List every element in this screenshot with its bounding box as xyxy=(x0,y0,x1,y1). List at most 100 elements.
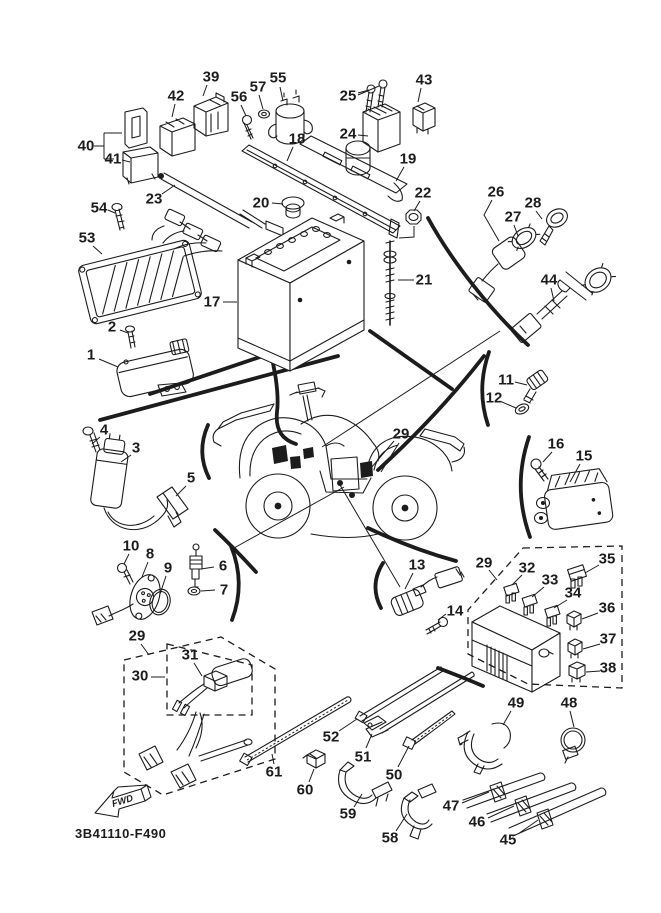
part-relay-39 xyxy=(193,92,229,137)
callout-leader-57 xyxy=(258,94,264,110)
callout-29: 29 xyxy=(129,628,146,645)
part-washer-12 xyxy=(514,403,530,415)
callout-2: 2 xyxy=(108,319,116,336)
part-fuse-34 xyxy=(544,604,561,627)
cross-leader-lines xyxy=(233,330,501,588)
callout-50: 50 xyxy=(386,767,403,784)
part-fuse-35 xyxy=(566,564,588,589)
callout-leader-20 xyxy=(271,202,284,205)
callout-46: 46 xyxy=(469,814,486,831)
callout-leader-10 xyxy=(123,553,130,565)
callout-20: 20 xyxy=(253,195,270,212)
part-main-switch-27 xyxy=(468,223,541,303)
callout-52: 52 xyxy=(323,729,340,746)
part-washer-57 xyxy=(257,109,271,119)
callout-11: 11 xyxy=(498,372,514,389)
callout-leader-23 xyxy=(161,184,176,195)
callout-55: 55 xyxy=(270,70,287,87)
callout-leader-47 xyxy=(461,791,490,804)
callout-leader-11 xyxy=(514,381,528,386)
part-key-28 xyxy=(539,208,568,246)
part-bracket-19 xyxy=(299,135,408,202)
leader-line xyxy=(233,486,345,549)
callout-60: 60 xyxy=(297,782,314,799)
callout-leader-42 xyxy=(171,103,176,118)
callout-41: 41 xyxy=(105,151,122,168)
part-screw-54 xyxy=(111,202,125,231)
leader-line xyxy=(321,330,501,448)
part-holder-40 xyxy=(124,107,148,149)
part-stay-rod-21 xyxy=(383,240,397,326)
callout-9: 9 xyxy=(164,560,172,577)
callout-leader-29 xyxy=(370,440,395,469)
callout-leader-16 xyxy=(542,451,553,463)
harness-zone-inner xyxy=(166,643,253,716)
part-fuse-37 xyxy=(567,638,583,659)
part-clamp-58 xyxy=(400,783,437,840)
part-atv-vehicle xyxy=(212,381,466,541)
part-hose-clamp-48 xyxy=(560,727,586,764)
callout-leader-5 xyxy=(175,485,187,497)
part-ignition-coil-24 xyxy=(345,103,401,176)
callout-leader-44 xyxy=(550,287,555,302)
part-clip-60 xyxy=(302,749,326,769)
callout-30: 30 xyxy=(132,668,149,685)
callout-leader-6 xyxy=(200,566,215,570)
callout-23: 23 xyxy=(146,191,163,208)
callout-labels: 1234567891011121314151617181920212223242… xyxy=(78,69,617,849)
part-tie-47 xyxy=(462,772,546,809)
callout-38: 38 xyxy=(600,660,617,677)
part-tie-45 xyxy=(508,787,607,837)
callout-40: 40 xyxy=(78,138,95,155)
part-clamp-49 xyxy=(457,722,511,775)
callout-leader-19 xyxy=(395,166,405,182)
callout-57: 57 xyxy=(250,79,267,96)
callout-leader-41 xyxy=(121,159,131,163)
callout-33: 33 xyxy=(542,572,559,589)
callout-25: 25 xyxy=(340,88,357,105)
callout-leader-39 xyxy=(202,84,208,97)
callout-12: 12 xyxy=(486,390,503,407)
part-clamp-59 xyxy=(337,761,393,807)
part-fuse-38 xyxy=(568,661,586,683)
part-harness-lead-23 xyxy=(158,172,284,253)
part-fuse-36 xyxy=(566,610,582,631)
callout-leader-46 xyxy=(487,805,515,819)
part-relay-42 xyxy=(159,117,196,157)
callout-leader-22 xyxy=(413,200,421,212)
part-fuse-box xyxy=(471,605,561,693)
callout-58: 58 xyxy=(382,830,399,847)
callout-29: 29 xyxy=(393,426,410,443)
callout-leader-33 xyxy=(531,586,545,598)
part-pickup-plate-8 xyxy=(91,574,161,626)
callout-leader-25 xyxy=(357,89,370,94)
callout-35: 35 xyxy=(599,551,616,568)
callout-leader-14 xyxy=(437,613,447,621)
callout-61: 61 xyxy=(266,764,283,781)
callout-leader-36 xyxy=(581,612,599,620)
callout-leader-26 xyxy=(483,199,500,242)
part-relay-41 xyxy=(122,146,159,185)
callout-22: 22 xyxy=(415,185,432,202)
callout-16: 16 xyxy=(548,436,565,453)
part-bolt-16 xyxy=(530,458,549,482)
callout-8: 8 xyxy=(146,546,154,563)
callout-leader-2 xyxy=(119,329,129,334)
callout-leader-50 xyxy=(397,745,410,768)
callout-leader-1 xyxy=(98,358,119,368)
callout-3: 3 xyxy=(132,440,140,457)
callout-leader-53 xyxy=(92,245,103,255)
callout-leader-34 xyxy=(553,599,568,609)
callout-5: 5 xyxy=(187,470,195,487)
callout-45: 45 xyxy=(500,832,517,849)
callout-leader-37 xyxy=(582,643,601,650)
harness-zone-outer xyxy=(123,636,276,796)
callout-14: 14 xyxy=(447,603,464,620)
callout-leader-13 xyxy=(404,572,414,590)
callout-leader-61 xyxy=(271,753,275,765)
callout-27: 27 xyxy=(505,209,522,226)
callout-leader-25 xyxy=(357,85,380,96)
callout-28: 28 xyxy=(525,195,542,212)
callout-leader-55 xyxy=(279,86,284,102)
